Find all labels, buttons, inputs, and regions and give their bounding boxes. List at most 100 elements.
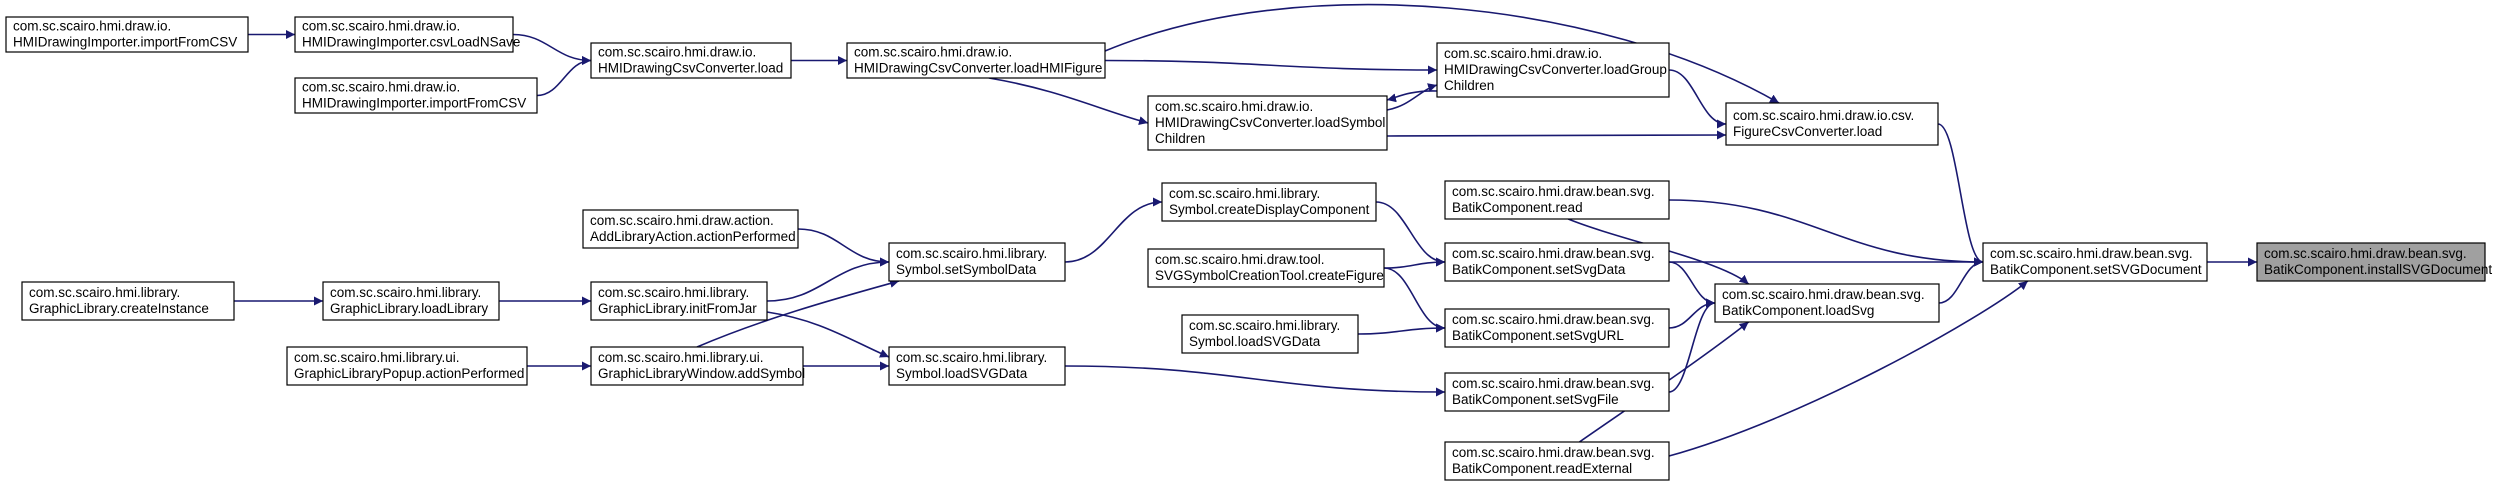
node-label-line: HMIDrawingImporter.importFromCSV xyxy=(13,35,237,50)
node-box xyxy=(1444,372,1670,412)
node-label-line: AddLibraryAction.actionPerformed xyxy=(590,229,796,244)
node-label-line: com.sc.scairo.hmi.library.ui. xyxy=(294,350,460,365)
node-bc-setsvgdoc[interactable]: com.sc.scairo.hmi.draw.bean.svg.BatikCom… xyxy=(1982,242,2208,282)
node-label-line: HMIDrawingCsvConverter.loadHMIFigure xyxy=(854,61,1102,76)
node-box xyxy=(590,42,792,79)
edge-hdcc_loadsymbol-to-hdcc_loadgroup xyxy=(1386,83,1438,111)
edge-bc_setsvgfile-to-bc_loadsvg xyxy=(1668,298,1716,393)
node-label-line: com.sc.scairo.hmi.library. xyxy=(29,285,180,300)
node-box xyxy=(294,77,538,114)
node-box xyxy=(1714,283,1940,323)
node-box xyxy=(1444,308,1670,348)
edge-hdcc_loadsymbol-to-fcc_load xyxy=(1386,130,1727,140)
node-label-line: FigureCsvConverter.load xyxy=(1733,124,1882,139)
node-label-line: SVGSymbolCreationTool.createFigure xyxy=(1155,268,1384,283)
node-label-line: GraphicLibrary.initFromJar xyxy=(598,301,757,316)
node-label-line: com.sc.scairo.hmi.library. xyxy=(896,350,1047,365)
edge-sym_setsymboldata-to-lib_createdisplay xyxy=(1064,197,1163,263)
node-addlib[interactable]: com.sc.scairo.hmi.draw.action.AddLibrary… xyxy=(582,209,799,249)
node-box xyxy=(1161,182,1377,222)
node-box xyxy=(21,281,235,321)
node-box xyxy=(1147,95,1388,151)
node-label-line: com.sc.scairo.hmi.draw.bean.svg. xyxy=(2264,246,2467,261)
node-hdcc-loadgroup[interactable]: com.sc.scairo.hmi.draw.io.HMIDrawingCsvC… xyxy=(1436,42,1670,98)
node-box xyxy=(888,242,1066,282)
node-label-line: GraphicLibraryWindow.addSymbol xyxy=(598,366,805,381)
nodes: com.sc.scairo.hmi.draw.io.HMIDrawingImpo… xyxy=(5,16,2492,481)
node-label-line: com.sc.scairo.hmi.draw.io. xyxy=(302,19,460,34)
node-label-line: com.sc.scairo.hmi.draw.bean.svg. xyxy=(1452,312,1655,327)
node-box xyxy=(888,346,1066,386)
node-label-line: Symbol.loadSVGData xyxy=(896,366,1028,381)
node-box xyxy=(846,42,1106,79)
node-bc-read[interactable]: com.sc.scairo.hmi.draw.bean.svg.BatikCom… xyxy=(1444,180,1670,220)
node-label-line: Symbol.createDisplayComponent xyxy=(1169,202,1370,217)
node-bc-install[interactable]: com.sc.scairo.hmi.draw.bean.svg.BatikCom… xyxy=(2256,242,2492,282)
edge-gl_initjar-to-sym_setsymboldata xyxy=(766,257,890,302)
node-label-line: BatikComponent.read xyxy=(1452,200,1583,215)
node-fcc-load[interactable]: com.sc.scairo.hmi.draw.io.csv.FigureCsvC… xyxy=(1725,102,1939,146)
node-label-line: com.sc.scairo.hmi.library.ui. xyxy=(598,350,764,365)
node-label-line: Symbol.setSymbolData xyxy=(896,262,1037,277)
node-sym-loadsvgdata[interactable]: com.sc.scairo.hmi.library.Symbol.loadSVG… xyxy=(1181,314,1359,354)
node-hdi-import2[interactable]: com.sc.scairo.hmi.draw.io.HMIDrawingImpo… xyxy=(294,77,538,114)
edge-fcc_load-to-bc_setsvgdoc xyxy=(1937,123,1984,267)
node-bc-loadsvg[interactable]: com.sc.scairo.hmi.draw.bean.svg.BatikCom… xyxy=(1714,283,1940,323)
node-label-line: com.sc.scairo.hmi.library. xyxy=(896,246,1047,261)
node-label-line: com.sc.scairo.hmi.draw.io. xyxy=(1444,46,1602,61)
node-sym-setsymboldata[interactable]: com.sc.scairo.hmi.library.Symbol.setSymb… xyxy=(888,242,1066,282)
node-label-line: com.sc.scairo.hmi.draw.io. xyxy=(1155,99,1313,114)
node-glw-addsymbol[interactable]: com.sc.scairo.hmi.library.ui.GraphicLibr… xyxy=(590,346,805,386)
node-label-line: BatikComponent.setSvgData xyxy=(1452,262,1626,277)
node-label-line: com.sc.scairo.hmi.library. xyxy=(330,285,481,300)
node-box xyxy=(1444,441,1670,481)
node-gl-create[interactable]: com.sc.scairo.hmi.library.GraphicLibrary… xyxy=(21,281,235,321)
node-box xyxy=(5,16,249,53)
node-box xyxy=(1444,242,1670,282)
node-label-line: GraphicLibrary.loadLibrary xyxy=(330,301,488,316)
node-glp-action[interactable]: com.sc.scairo.hmi.library.ui.GraphicLibr… xyxy=(286,346,528,386)
node-gl-initjar[interactable]: com.sc.scairo.hmi.library.GraphicLibrary… xyxy=(590,281,768,321)
node-hdi-import[interactable]: com.sc.scairo.hmi.draw.io.HMIDrawingImpo… xyxy=(5,16,249,53)
node-bc-setsvgurl[interactable]: com.sc.scairo.hmi.draw.bean.svg.BatikCom… xyxy=(1444,308,1670,348)
edges xyxy=(233,3,2257,457)
node-hdcc-loadsymbol[interactable]: com.sc.scairo.hmi.draw.io.HMIDrawingCsvC… xyxy=(1147,95,1388,151)
edge-lib_createdisplay-to-bc_setsvgdata xyxy=(1375,201,1446,267)
node-label-line: com.sc.scairo.hmi.library. xyxy=(1169,186,1320,201)
node-label-line: Children xyxy=(1444,78,1494,93)
node-sym-loadsvgdata2[interactable]: com.sc.scairo.hmi.library.Symbol.loadSVG… xyxy=(888,346,1066,386)
edge-hdi_csvload-to-hdcc_load xyxy=(512,33,592,65)
node-box xyxy=(1436,42,1670,98)
edge-glw_addsymbol-to-sym_setsymboldata xyxy=(696,279,900,348)
edge-sym_loadsvgdata-to-bc_setsvgurl xyxy=(1357,323,1446,335)
edge-bc_loadsvg-to-bc_setsvgdoc xyxy=(1938,257,1984,304)
node-label-line: HMIDrawingCsvConverter.loadSymbol xyxy=(1155,115,1385,130)
node-label-line: com.sc.scairo.hmi.draw.io. xyxy=(854,45,1012,60)
node-bc-setsvgdata[interactable]: com.sc.scairo.hmi.draw.bean.svg.BatikCom… xyxy=(1444,242,1670,282)
node-box xyxy=(294,16,514,53)
node-hdi-csvload[interactable]: com.sc.scairo.hmi.draw.io.HMIDrawingImpo… xyxy=(294,16,520,53)
node-label-line: com.sc.scairo.hmi.draw.bean.svg. xyxy=(1452,445,1655,460)
node-box xyxy=(582,209,799,249)
node-box xyxy=(2256,242,2486,282)
edge-bc_setsvgdata-to-bc_loadsvg xyxy=(1668,261,1716,308)
node-label-line: com.sc.scairo.hmi.draw.bean.svg. xyxy=(1990,246,2193,261)
edge-hdi_import2-to-hdcc_load xyxy=(536,56,592,97)
node-svgtool[interactable]: com.sc.scairo.hmi.draw.tool.SVGSymbolCre… xyxy=(1147,248,1385,288)
node-hdcc-load[interactable]: com.sc.scairo.hmi.draw.io.HMIDrawingCsvC… xyxy=(590,42,792,79)
node-box xyxy=(1725,102,1939,146)
node-label-line: com.sc.scairo.hmi.draw.bean.svg. xyxy=(1722,287,1925,302)
node-gl-loadlib[interactable]: com.sc.scairo.hmi.library.GraphicLibrary… xyxy=(322,281,500,321)
edge-hdcc_loadgroup-to-fcc_load xyxy=(1668,69,1727,129)
edge-sym_loadsvgdata2-to-bc_setsvgfile xyxy=(1064,365,1446,397)
node-label-line: com.sc.scairo.hmi.draw.bean.svg. xyxy=(1452,246,1655,261)
node-hdcc-loadhmi[interactable]: com.sc.scairo.hmi.draw.io.HMIDrawingCsvC… xyxy=(846,42,1106,79)
node-label-line: com.sc.scairo.hmi.draw.io. xyxy=(13,19,171,34)
node-bc-setsvgfile[interactable]: com.sc.scairo.hmi.draw.bean.svg.BatikCom… xyxy=(1444,372,1670,412)
node-lib-createdisplay[interactable]: com.sc.scairo.hmi.library.Symbol.createD… xyxy=(1161,182,1377,222)
edge-hdcc_loadhmi-to-hdcc_loadsymbol xyxy=(988,77,1149,125)
node-bc-readexternal[interactable]: com.sc.scairo.hmi.draw.bean.svg.BatikCom… xyxy=(1444,441,1670,481)
node-box xyxy=(1982,242,2208,282)
node-label-line: HMIDrawingImporter.importFromCSV xyxy=(302,96,526,111)
